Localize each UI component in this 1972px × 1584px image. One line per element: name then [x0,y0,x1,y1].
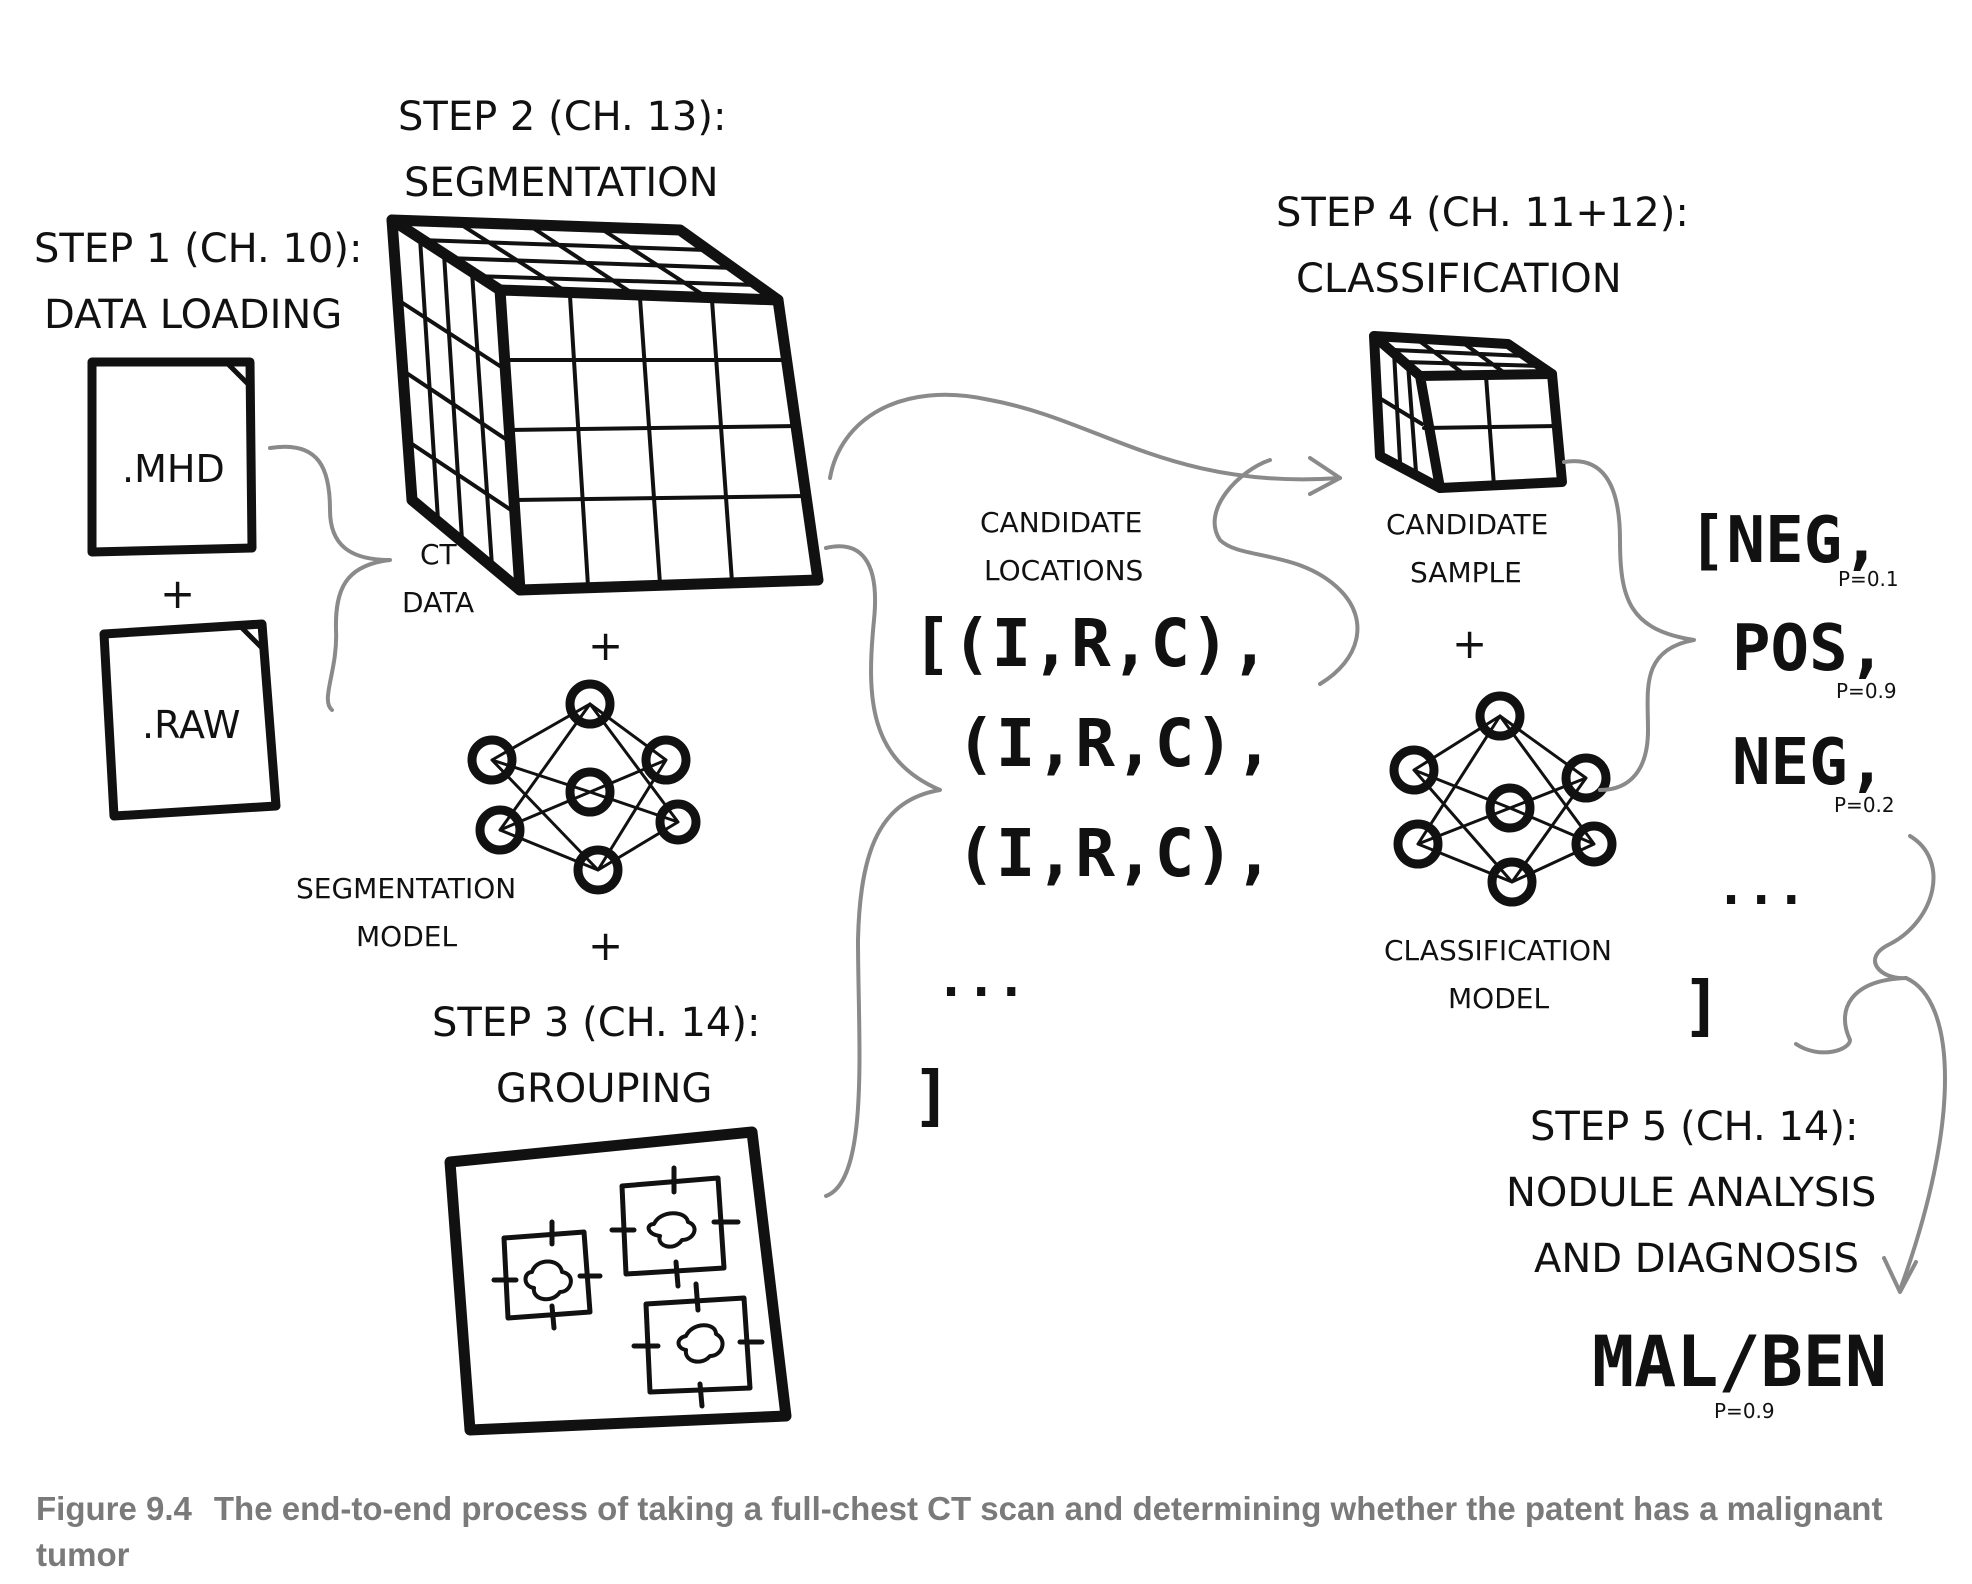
candidate-locations-label-2: LOCATIONS [984,554,1143,587]
candidate-locations-label-1: CANDIDATE [980,506,1142,539]
pipeline-diagram: STEP 1 (CH. 10): DATA LOADING .MHD + .RA… [34,94,1947,1436]
step2-subtitle: SEGMENTATION [404,160,719,206]
classification-model-label-1: CLASSIFICATION [1384,934,1612,967]
step5-line-2: AND DIAGNOSIS [1534,1236,1859,1282]
segmentation-neural-net-icon [467,679,701,895]
step1-plus: + [160,569,195,618]
figure-caption-text: The end-to-end process of taking a full-… [36,1490,1883,1573]
result-item-3-label: NEG, [1732,726,1886,800]
mhd-file-icon [87,357,257,557]
step2-title: STEP 2 (CH. 13): [398,94,726,140]
result-item-2-prob: P=0.9 [1836,679,1897,703]
ct-data-label-2: DATA [402,586,474,619]
results-ellipsis: ... [1716,858,1806,916]
results-to-diagnosis-connector [1794,834,1936,1055]
step1-subtitle: DATA LOADING [44,292,342,338]
candidate-brace [824,544,942,1198]
diagnosis-result: MAL/BEN [1592,1321,1887,1403]
result-item-1-prob: P=0.1 [1838,567,1899,591]
classification-model-label-2: MODEL [1448,982,1549,1015]
step2-plus-2: + [588,921,623,970]
ct-data-label-1: CT [420,538,458,571]
step5-line-1: NODULE ANALYSIS [1506,1170,1876,1216]
result-item-3-prob: P=0.2 [1834,793,1895,817]
results-close-bracket: ] [1682,967,1722,1044]
result-item-2-label: POS, [1732,612,1886,686]
raw-file-icon [99,619,281,821]
candidates-to-sample-connector [1212,458,1360,686]
candidate-sample-label-2: SAMPLE [1410,556,1522,589]
candidate-close-bracket: ] [912,1057,952,1134]
candidate-row-2: (I,R,C), [956,705,1274,782]
diagnosis-arrow [1898,976,1947,1292]
files-to-ct-connector [268,444,392,712]
ct-to-sample-arrow [828,392,1342,482]
raw-file-label: .RAW [142,703,240,747]
figure-number: Figure 9.4 [36,1490,192,1527]
step5-title: STEP 5 (CH. 14): [1530,1104,1858,1150]
ct-to-sample-arrowhead [1308,456,1342,496]
candidate-sample-cube-icon [1369,331,1567,493]
classification-to-results-brace [1562,459,1696,792]
step4-subtitle: CLASSIFICATION [1296,256,1622,302]
candidate-row-1: [(I,R,C), [912,605,1270,682]
candidate-row-3: (I,R,C), [956,815,1274,892]
mhd-file-label: .MHD [122,447,225,491]
step4-title: STEP 4 (CH. 11+12): [1276,190,1689,236]
step2-plus-1: + [588,621,623,670]
candidate-ellipsis: ... [936,950,1026,1008]
diagnosis-prob: P=0.9 [1714,1399,1775,1423]
step1-title: STEP 1 (CH. 10): [34,226,362,272]
candidate-sample-label-1: CANDIDATE [1386,508,1548,541]
diagnosis-arrowhead [1882,1256,1918,1294]
step3-subtitle: GROUPING [496,1066,712,1112]
classification-neural-net-icon [1389,691,1617,907]
segmentation-model-label-1: SEGMENTATION [296,872,516,905]
ct-volume-cube-icon [386,214,824,596]
segmentation-model-label-2: MODEL [356,920,457,953]
step3-title: STEP 3 (CH. 14): [432,1000,760,1046]
step4-plus: + [1452,619,1487,668]
grouping-panel-icon [444,1126,792,1436]
result-item-1-label: [NEG, [1688,504,1881,578]
